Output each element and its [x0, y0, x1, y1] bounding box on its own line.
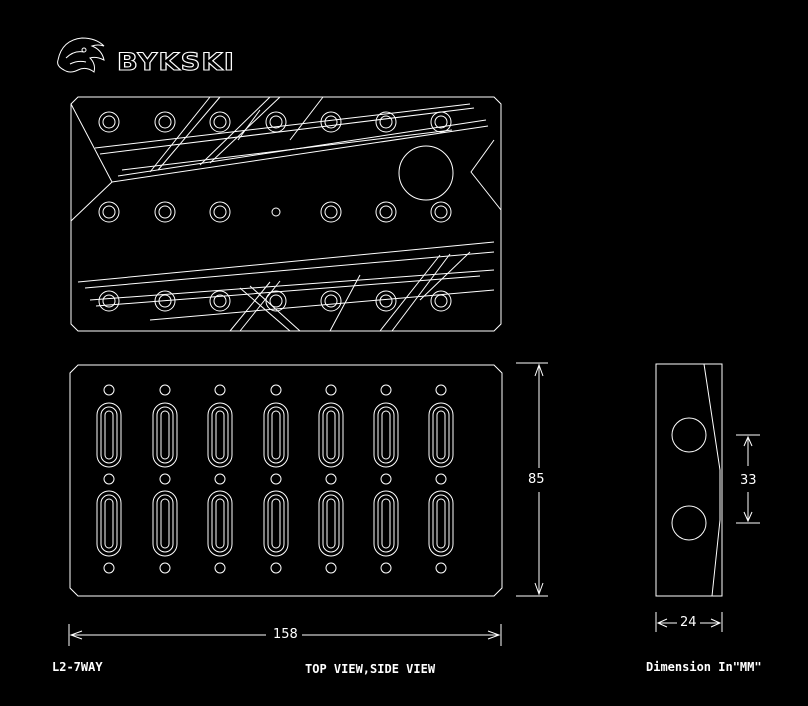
screw-hole	[271, 207, 281, 217]
port-spacing-label: 33	[740, 473, 757, 488]
pin-hole	[380, 473, 392, 485]
side-view	[655, 363, 723, 597]
bottom-view	[69, 364, 503, 597]
side-view-outline	[655, 363, 723, 597]
pin-hole	[159, 562, 171, 574]
pin-hole	[270, 384, 282, 396]
pin-hole	[435, 473, 447, 485]
pin-hole	[214, 384, 226, 396]
pin-hole	[380, 384, 392, 396]
screw-hole	[320, 201, 342, 223]
pin-hole	[103, 473, 115, 485]
side-port-upper	[671, 417, 707, 453]
port-spacing-dimension	[736, 434, 760, 524]
channel-slot	[263, 490, 289, 557]
screw-hole	[320, 290, 342, 312]
channel-slot	[318, 490, 344, 557]
height-dimension	[516, 362, 548, 597]
top-view-notch	[70, 103, 113, 222]
channel-slot	[96, 402, 122, 468]
screw-hole	[375, 290, 397, 312]
channel-slot	[318, 402, 344, 468]
top-view	[70, 96, 502, 332]
screw-holes	[98, 111, 452, 312]
channel-slot	[373, 402, 399, 468]
screw-hole	[209, 201, 231, 223]
bottom-view-outline	[69, 364, 503, 597]
channel-slot	[207, 402, 233, 468]
screw-hole	[154, 290, 176, 312]
pin-hole	[325, 473, 337, 485]
channel-slot	[207, 490, 233, 557]
view-caption: TOP VIEW,SIDE VIEW	[305, 662, 436, 676]
channel-slot	[428, 402, 454, 468]
pin-hole	[380, 562, 392, 574]
top-view-outline	[70, 96, 502, 332]
depth-dimension-label: 24	[680, 615, 697, 630]
screw-hole	[265, 111, 287, 133]
pin-hole	[159, 473, 171, 485]
depth-dimension	[655, 612, 723, 632]
pin-hole	[270, 562, 282, 574]
pin-hole	[103, 562, 115, 574]
screw-hole	[375, 111, 397, 133]
pin-hole	[325, 384, 337, 396]
channel-slots	[96, 384, 454, 574]
screw-hole	[430, 290, 452, 312]
inlet-port	[398, 145, 454, 201]
model-number: L2-7WAY	[52, 660, 103, 674]
unit-note: Dimension In"MM"	[646, 660, 762, 674]
screw-hole	[98, 290, 120, 312]
pin-hole	[214, 473, 226, 485]
screw-hole	[265, 290, 287, 312]
screw-hole	[154, 111, 176, 133]
width-dimension	[68, 624, 502, 646]
screw-hole	[430, 111, 452, 133]
channel-slot	[428, 490, 454, 557]
side-port-lower	[671, 505, 707, 541]
screw-hole	[209, 290, 231, 312]
pin-hole	[435, 562, 447, 574]
upper-fin-lines	[94, 96, 489, 183]
channel-slot	[96, 490, 122, 557]
screw-hole	[154, 201, 176, 223]
channel-slot	[152, 402, 178, 468]
channel-slot	[263, 402, 289, 468]
logo-wordmark: BYKSKI	[117, 48, 235, 76]
lower-fin-lines	[77, 241, 495, 332]
width-dimension-label: 158	[273, 627, 298, 642]
pin-hole	[159, 384, 171, 396]
screw-hole	[375, 201, 397, 223]
screw-hole	[98, 201, 120, 223]
channel-slot	[152, 490, 178, 557]
pin-hole	[325, 562, 337, 574]
screw-hole	[98, 111, 120, 133]
dragon-logo-icon	[57, 37, 105, 73]
screw-hole	[209, 111, 231, 133]
channel-slot	[373, 490, 399, 557]
screw-hole	[430, 201, 452, 223]
pin-hole	[103, 384, 115, 396]
pin-hole	[214, 562, 226, 574]
screw-hole	[320, 111, 342, 133]
pin-hole	[435, 384, 447, 396]
pin-hole	[270, 473, 282, 485]
height-dimension-label: 85	[528, 472, 545, 487]
